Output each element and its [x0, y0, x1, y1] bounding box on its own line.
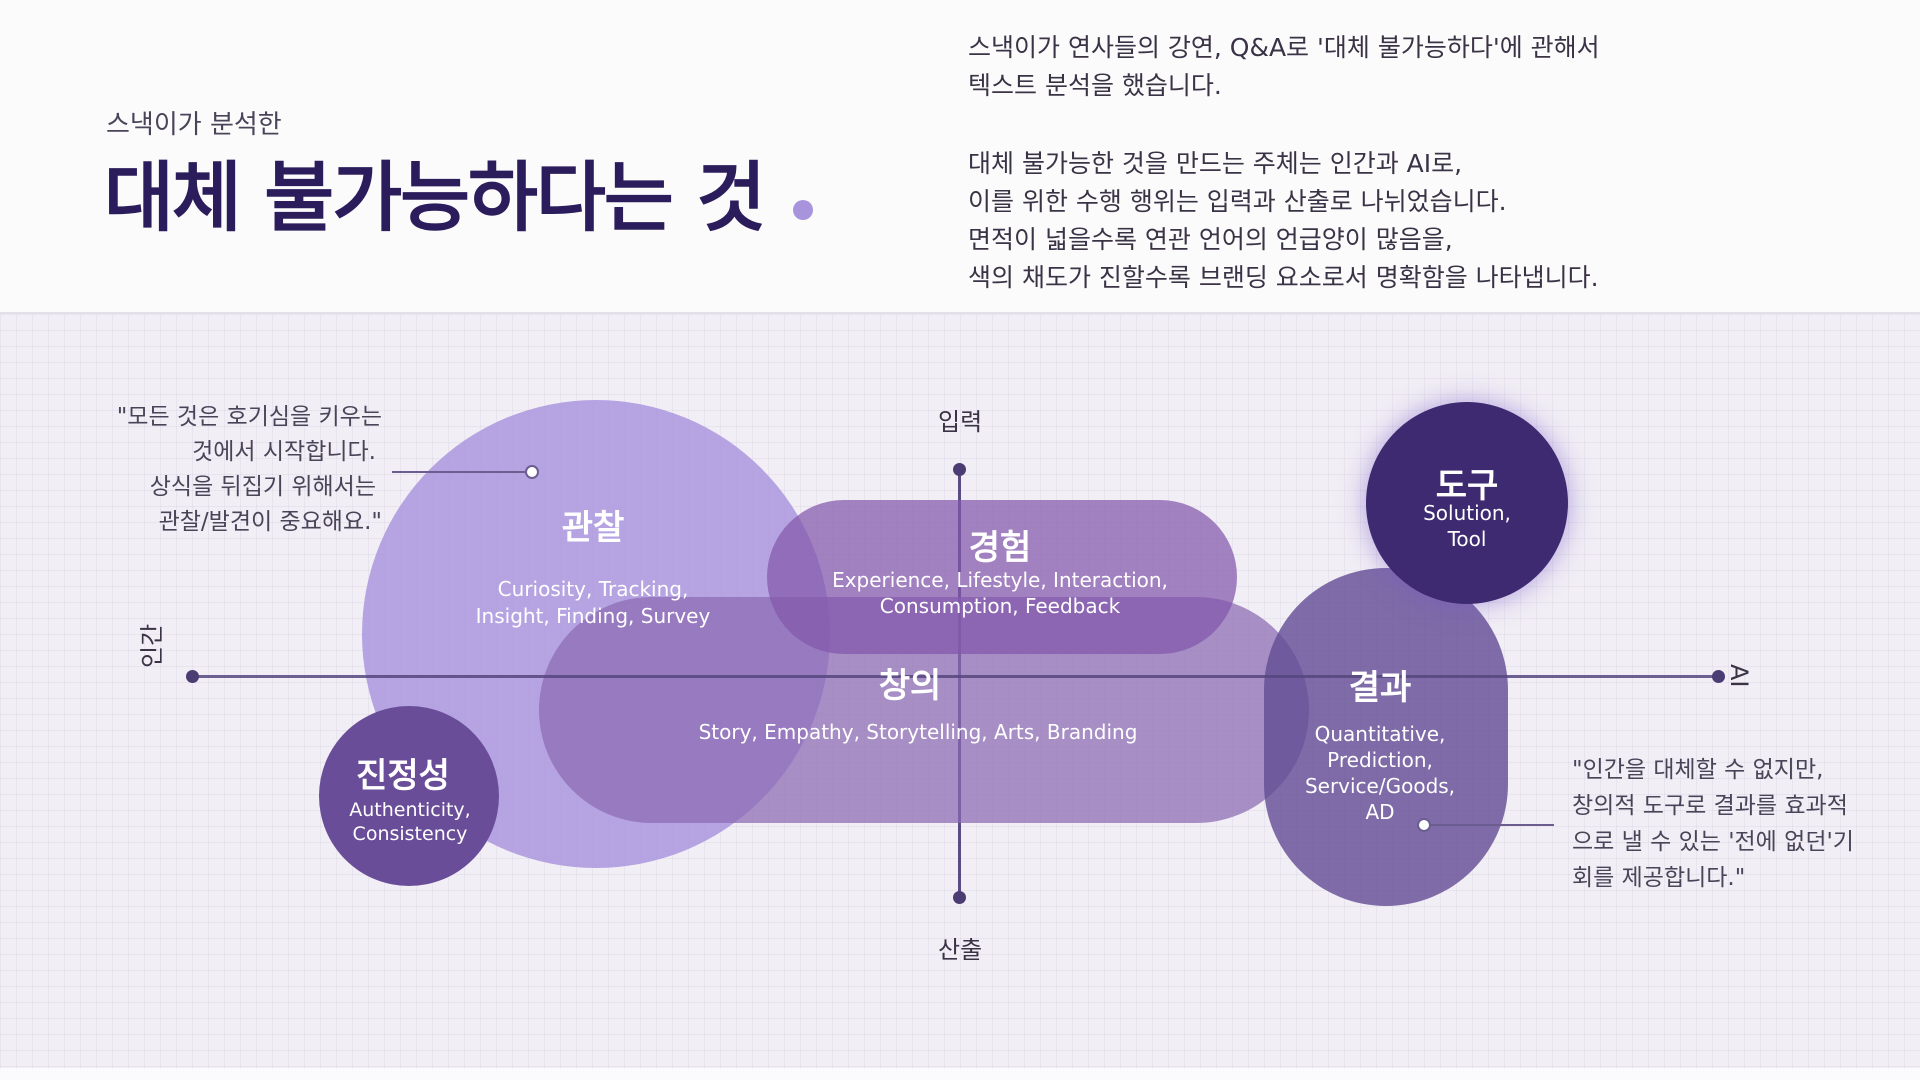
right-callout-line — [1428, 824, 1554, 826]
axis-label-ai: AI — [1725, 664, 1753, 688]
description-line: 면적이 넓을수록 연관 언어의 언급양이 많음을, — [968, 225, 1453, 254]
authenticity-keywords: Authenticity, — [349, 799, 471, 821]
observation-keywords: Insight, Finding, Survey — [475, 604, 711, 628]
page-title: 대체 불가능하다는 것 — [104, 153, 766, 242]
axis-right-dot — [1712, 670, 1725, 683]
creation-keywords: Story, Empathy, Storytelling, Arts, Bran… — [698, 720, 1138, 744]
tool-bubble — [1366, 402, 1568, 604]
tool-keywords: Tool — [1447, 527, 1487, 551]
result-bubble — [1264, 568, 1508, 906]
right-callout-dot — [1417, 818, 1431, 832]
left-quote-line: 관찰/발견이 중요해요." — [158, 509, 382, 535]
observation-title: 관찰 — [561, 508, 625, 548]
right-quote-line: 으로 낼 수 있는 '전에 없던'기 — [1572, 829, 1854, 855]
page-subtitle: 스낵이가 분석한 — [106, 110, 282, 140]
axis-top-dot — [953, 463, 966, 476]
right-quote-line: 창의적 도구로 결과를 효과적 — [1572, 793, 1848, 819]
result-keywords: Quantitative, — [1314, 722, 1446, 746]
horizontal-axis-line — [192, 675, 1720, 678]
experience-keywords: Experience, Lifestyle, Interaction, — [832, 568, 1168, 592]
authenticity-bubble — [319, 706, 499, 886]
description-line: 스낵이가 연사들의 강연, Q&A로 '대체 불가능하다'에 관해서 — [968, 33, 1600, 62]
observation-keywords: Curiosity, Tracking, — [497, 577, 689, 601]
axis-left-dot — [186, 670, 199, 683]
header: 스낵이가 분석한 대체 불가능하다는 것 스낵이가 연사들의 강연, Q&A로 … — [0, 0, 1920, 312]
left-callout-dot — [525, 465, 539, 479]
axis-label-input: 입력 — [938, 408, 983, 436]
tool-title: 도구 — [1435, 466, 1499, 506]
description-line: 텍스트 분석을 했습니다. — [968, 71, 1222, 100]
right-quote-line: 회를 제공합니다." — [1572, 865, 1746, 891]
left-callout-line — [392, 471, 526, 473]
description-line: 이를 위한 수행 행위는 입력과 산출로 나뉘었습니다. — [968, 187, 1507, 216]
experience-title: 경험 — [968, 528, 1032, 568]
tool-keywords: Solution, — [1423, 501, 1511, 525]
result-title: 결과 — [1348, 668, 1412, 708]
result-keywords: AD — [1365, 800, 1395, 824]
title-accent-dot — [793, 200, 813, 220]
right-quote-line: "인간을 대체할 수 없지만, — [1572, 757, 1824, 783]
axis-label-human: 인간 — [138, 623, 166, 668]
left-quote-line: 것에서 시작합니다. — [192, 439, 376, 465]
authenticity-title: 진정성 — [356, 756, 450, 796]
left-quote-line: "모든 것은 호기심을 키우는 — [116, 404, 382, 430]
description-line: 대체 불가능한 것을 만드는 주체는 인간과 AI로, — [968, 149, 1463, 178]
axis-bottom-dot — [953, 891, 966, 904]
axis-label-output: 산출 — [938, 936, 983, 964]
description-line: 색의 채도가 진할수록 브랜딩 요소로서 명확함을 나타냅니다. — [968, 263, 1599, 292]
experience-bubble — [767, 500, 1237, 654]
experience-keywords: Consumption, Feedback — [879, 594, 1121, 618]
authenticity-keywords: Consistency — [352, 823, 468, 845]
result-keywords: Service/Goods, — [1304, 774, 1456, 798]
creation-title: 창의 — [878, 666, 942, 706]
left-quote-line: 상식을 뒤집기 위해서는 — [149, 474, 376, 500]
bottom-strip — [0, 1068, 1920, 1080]
result-keywords: Prediction, — [1327, 748, 1433, 772]
